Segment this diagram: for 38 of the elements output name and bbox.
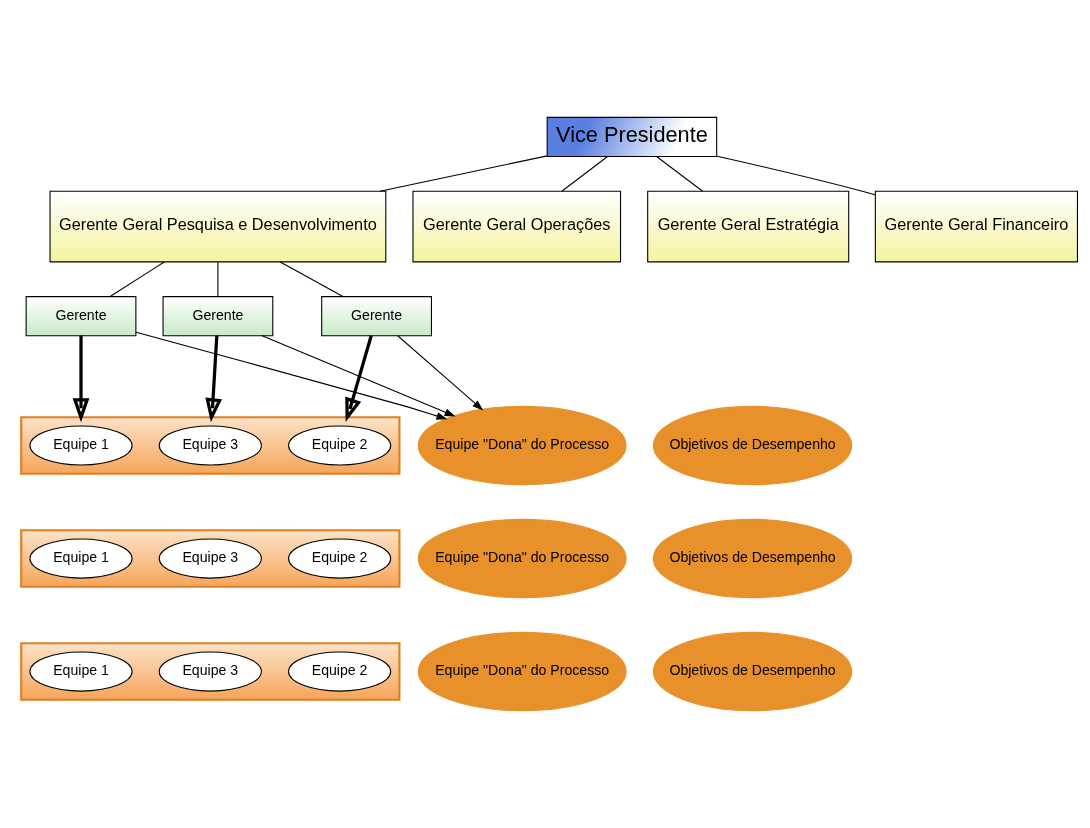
node-ellipse: Equipe 3 xyxy=(158,538,262,579)
node-box: Gerente Geral Financeiro xyxy=(874,190,1078,263)
connector xyxy=(217,261,219,297)
arrow xyxy=(345,335,373,422)
connector xyxy=(656,156,703,192)
node-box: Gerente Geral Estratégia xyxy=(647,190,850,263)
connector xyxy=(716,155,876,196)
node-box: Vice Presidente xyxy=(546,116,718,157)
cluster xyxy=(20,529,401,588)
connector xyxy=(279,261,344,298)
connector xyxy=(561,156,609,192)
node-box: Gerente xyxy=(321,296,432,337)
node-ellipse: Equipe 3 xyxy=(158,651,262,692)
node-ellipse: Objetivos de Desempenho xyxy=(652,405,853,486)
arrow xyxy=(397,335,484,411)
node-box: Gerente xyxy=(25,296,137,337)
node-box: Gerente Geral Operações xyxy=(412,190,622,263)
arrow xyxy=(261,335,456,417)
connector xyxy=(379,155,548,192)
arrow xyxy=(72,335,90,423)
node-ellipse: Equipe 1 xyxy=(29,538,133,579)
cluster xyxy=(20,416,401,475)
cluster xyxy=(20,642,401,701)
node-ellipse: Objetivos de Desempenho xyxy=(652,631,853,712)
node-ellipse: Equipe 2 xyxy=(288,538,392,579)
node-ellipse: Equipe 1 xyxy=(29,651,133,692)
node-ellipse: Equipe 2 xyxy=(288,425,392,466)
node-box: Gerente Geral Pesquisa e Desenvolvimento xyxy=(49,190,387,263)
arrow xyxy=(135,331,448,420)
node-ellipse: Objetivos de Desempenho xyxy=(652,518,853,599)
node-ellipse: Equipe "Dona" do Processo xyxy=(417,518,627,599)
node-box: Gerente xyxy=(162,296,274,337)
arrow xyxy=(205,335,222,423)
node-ellipse: Equipe 1 xyxy=(29,425,133,466)
node-ellipse: Equipe "Dona" do Processo xyxy=(417,631,627,712)
connector xyxy=(109,261,165,298)
node-ellipse: Equipe 2 xyxy=(288,651,392,692)
node-ellipse: Equipe 3 xyxy=(158,425,262,466)
